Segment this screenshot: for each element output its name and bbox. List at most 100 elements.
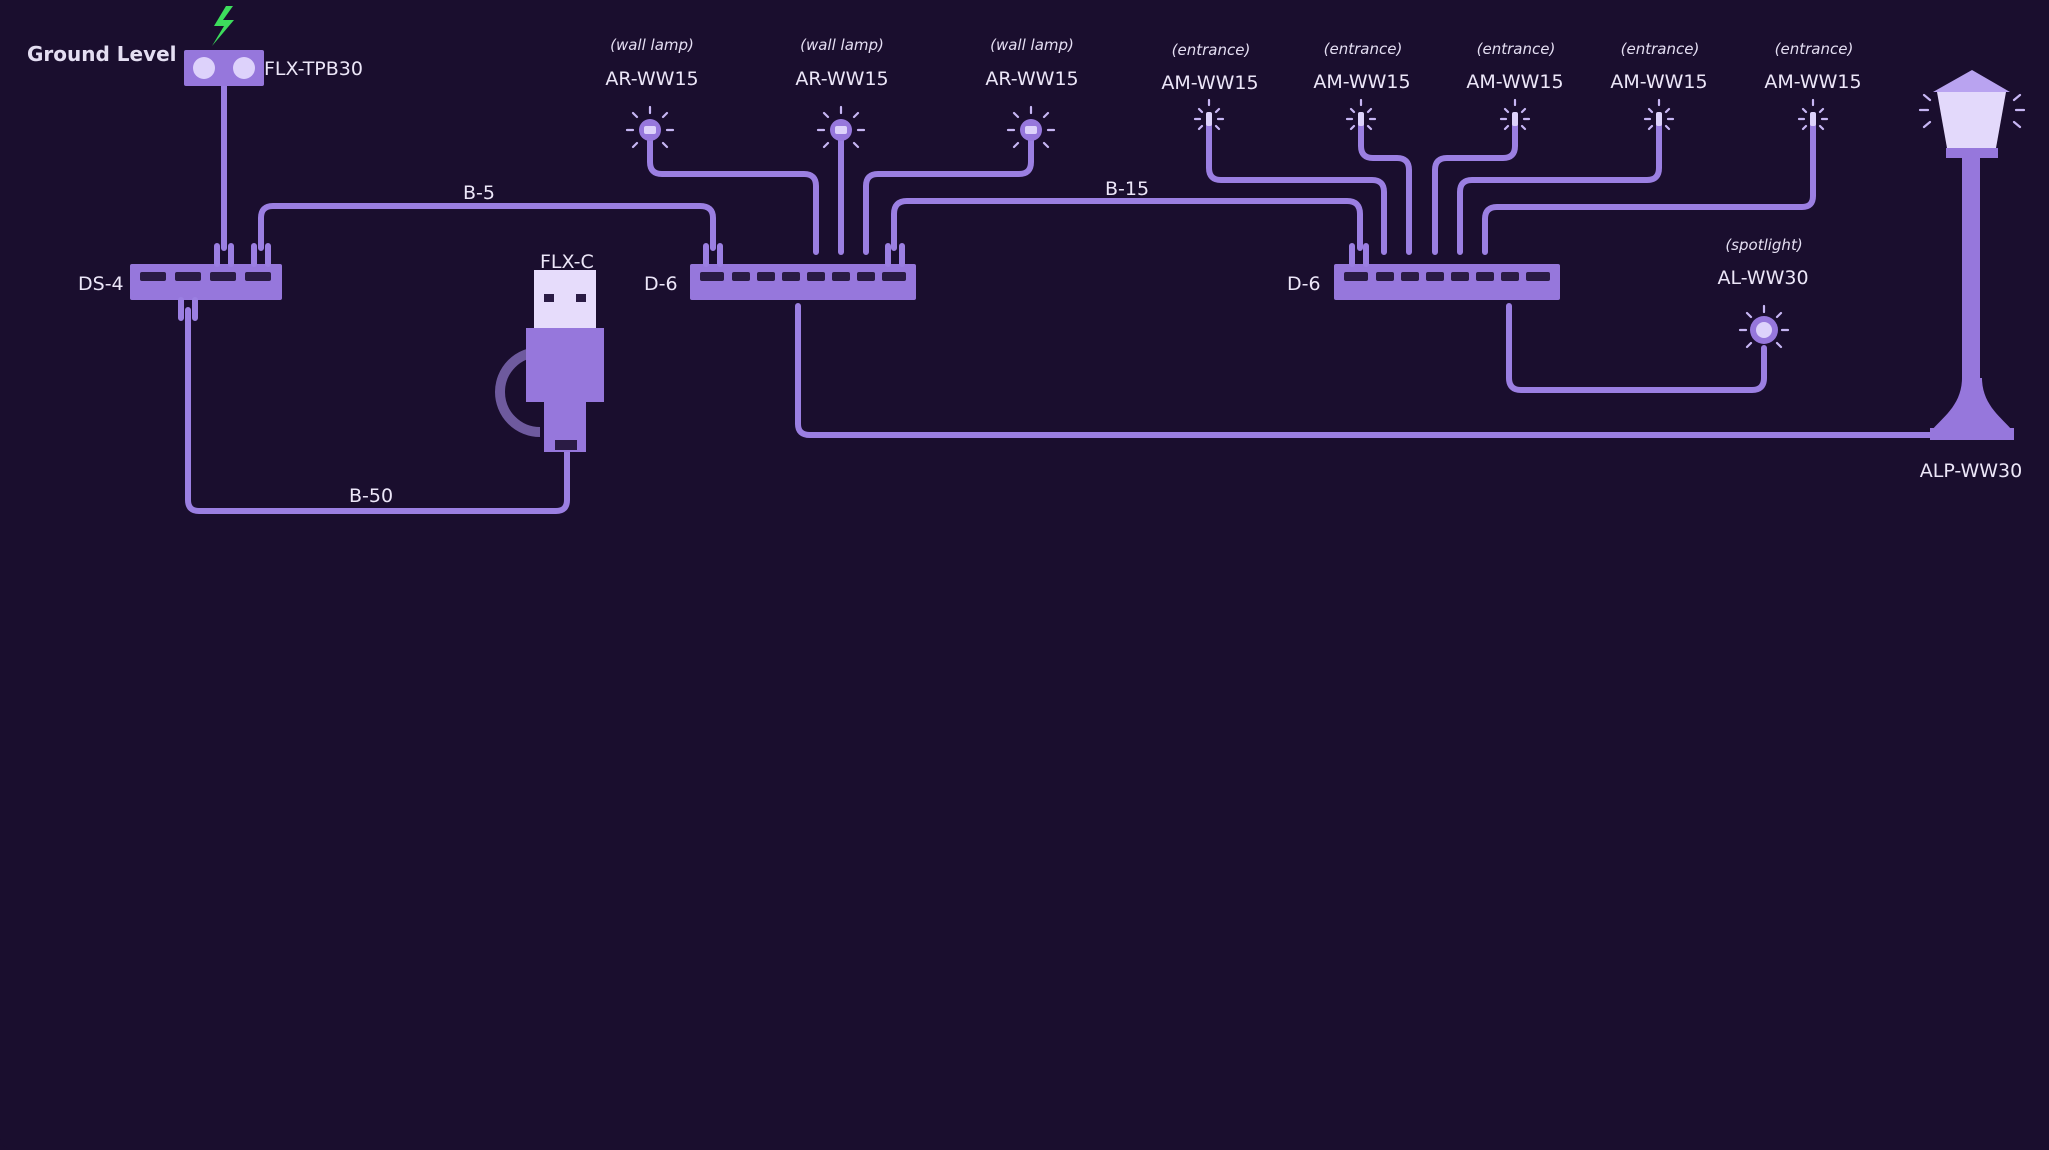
- wire-b5: [258, 203, 716, 251]
- post-lamp-icon: [1937, 92, 2006, 148]
- power-supply[interactable]: [184, 6, 264, 86]
- light-rays-icon: [1006, 105, 1056, 149]
- post-lamp[interactable]: [1918, 70, 2026, 440]
- entrance-light-2[interactable]: [1345, 98, 1377, 131]
- lamp-foot: [1930, 428, 2014, 440]
- cable-label-b5: B-5: [463, 182, 495, 204]
- splitter-body: [130, 264, 282, 300]
- wire-b50: [185, 307, 570, 514]
- light-rays-icon: [1643, 98, 1675, 131]
- entrance-1-role: (entrance): [1172, 41, 1251, 59]
- lamp-pole: [1962, 158, 1980, 378]
- wall-lamp-3-model: AR-WW15: [985, 68, 1078, 90]
- port: [1476, 272, 1494, 281]
- wires: [185, 83, 1938, 514]
- lamp-base: [1932, 378, 2012, 430]
- lamp-collar: [1946, 148, 1998, 158]
- splitter-ds4[interactable]: [130, 243, 282, 321]
- spotlight-model: AL-WW30: [1717, 267, 1808, 289]
- post-lamp-model: ALP-WW30: [1920, 460, 2022, 482]
- distributor-body: [690, 264, 916, 300]
- entrance-2-role: (entrance): [1324, 40, 1403, 58]
- entrance-3-role: (entrance): [1477, 40, 1556, 58]
- lightning-bolt-icon: [212, 6, 234, 46]
- entrance-light-icon: [1512, 112, 1518, 126]
- port: [807, 272, 825, 281]
- distributor-2-label: D-6: [1287, 273, 1321, 295]
- light-rays-icon: [1193, 98, 1225, 131]
- port: [700, 272, 724, 281]
- light-rays-icon: [1918, 93, 2026, 129]
- port: [1344, 272, 1368, 281]
- light-rays-icon: [1797, 98, 1829, 131]
- light-rays-icon: [1499, 98, 1531, 131]
- spotlight-role: (spotlight): [1725, 236, 1802, 254]
- usb-pin: [576, 294, 586, 302]
- distributor-1-label: D-6: [644, 273, 678, 295]
- plug-icon: [178, 297, 198, 321]
- entrance-5-model: AM-WW15: [1764, 71, 1861, 93]
- spotlight-icon: [1756, 322, 1772, 338]
- wall-lamp-1[interactable]: [625, 105, 675, 149]
- light-rays-icon: [816, 105, 866, 149]
- distributor-1[interactable]: [690, 243, 916, 300]
- controller-body: [526, 328, 604, 402]
- light-rays-icon: [1738, 304, 1790, 349]
- power-port-icon: [193, 57, 215, 79]
- usb-pin: [544, 294, 554, 302]
- port: [857, 272, 875, 281]
- entrance-1-model: AM-WW15: [1161, 72, 1258, 94]
- entrance-2-model: AM-WW15: [1313, 71, 1410, 93]
- entrance-4-role: (entrance): [1621, 40, 1700, 58]
- port: [210, 272, 236, 281]
- port: [782, 272, 800, 281]
- entrance-light-1[interactable]: [1193, 98, 1225, 131]
- port: [1426, 272, 1444, 281]
- wire-entrance-3: [1432, 117, 1518, 255]
- power-port-icon: [233, 57, 255, 79]
- entrance-light-icon: [1358, 112, 1364, 126]
- port: [882, 272, 906, 281]
- wall-lamp-1-role: (wall lamp): [610, 36, 694, 54]
- entrance-light-5[interactable]: [1797, 98, 1829, 131]
- entrance-5-role: (entrance): [1775, 40, 1854, 58]
- port: [140, 272, 166, 281]
- port: [1451, 272, 1469, 281]
- wire-wall-lamp-1: [647, 135, 819, 255]
- wire-spotlight: [1506, 303, 1767, 393]
- port: [1401, 272, 1419, 281]
- wire-entrance-4: [1457, 117, 1662, 255]
- wire-post-lamp: [795, 303, 1938, 438]
- entrance-light-3[interactable]: [1499, 98, 1531, 131]
- controller-port: [555, 440, 577, 450]
- distributor-body: [1334, 264, 1560, 300]
- entrance-3-model: AM-WW15: [1466, 71, 1563, 93]
- wire-entrance-5: [1482, 117, 1816, 255]
- entrance-light-4[interactable]: [1643, 98, 1675, 131]
- floor-title: Ground Level: [27, 42, 177, 66]
- controller-label: FLX-C: [540, 251, 594, 273]
- cable-label-b50: B-50: [349, 485, 393, 507]
- plug-icon: [1349, 243, 1369, 267]
- spotlight[interactable]: [1738, 304, 1790, 349]
- controller-flx-c[interactable]: [495, 270, 604, 452]
- entrance-light-icon: [1810, 112, 1816, 126]
- wall-lamp-2-role: (wall lamp): [800, 36, 884, 54]
- wall-lamp-3-role: (wall lamp): [990, 36, 1074, 54]
- entrance-4-model: AM-WW15: [1610, 71, 1707, 93]
- plug-icon: [214, 243, 271, 267]
- distributor-2[interactable]: [1334, 243, 1560, 300]
- port: [757, 272, 775, 281]
- wall-lamp-3[interactable]: [1006, 105, 1056, 149]
- lamp-cap: [1933, 70, 2010, 92]
- cable-loop: [495, 347, 541, 437]
- wall-lamp-icon: [835, 126, 847, 134]
- port: [1526, 272, 1550, 281]
- wall-lamp-icon: [1025, 126, 1037, 134]
- port: [175, 272, 201, 281]
- entrance-light-icon: [1656, 112, 1662, 126]
- wall-lamp-2[interactable]: [816, 105, 866, 149]
- splitter-label: DS-4: [78, 273, 124, 295]
